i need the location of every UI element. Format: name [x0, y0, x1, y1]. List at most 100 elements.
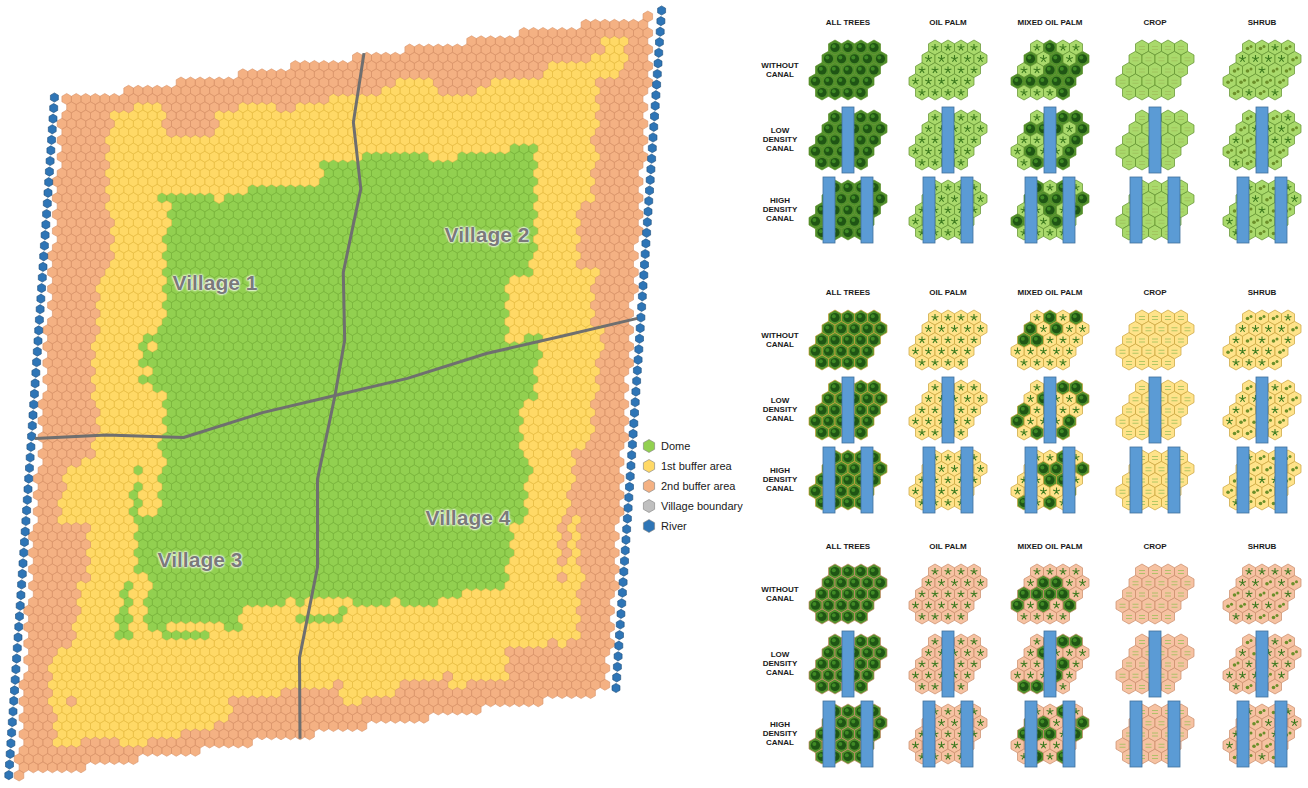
- shrub-symbol: [1288, 478, 1291, 481]
- crop-symbol: [1165, 139, 1171, 142]
- scenario-cluster: [1116, 310, 1194, 370]
- land-hex: [1175, 564, 1188, 579]
- palm-symbol: [971, 44, 978, 51]
- palm-symbol: [1034, 406, 1041, 413]
- tree-canopy: [838, 466, 842, 470]
- tree-canopy: [843, 453, 852, 462]
- tree-canopy: [845, 359, 849, 363]
- crop-symbol: [1139, 47, 1145, 50]
- land-hex: [1070, 40, 1083, 55]
- tree-canopy: [1073, 114, 1077, 118]
- tree-canopy: [1073, 137, 1077, 141]
- tree-canopy: [858, 159, 862, 163]
- crop-symbol: [1184, 582, 1190, 585]
- tree-canopy: [811, 417, 820, 426]
- tree-canopy: [832, 613, 836, 617]
- palm-symbol: [964, 418, 971, 425]
- palm-symbol: [1034, 136, 1041, 143]
- palm-symbol: [958, 429, 965, 436]
- tree-canopy: [869, 589, 878, 598]
- tree-canopy: [1079, 196, 1083, 200]
- crop-symbol: [1133, 128, 1139, 131]
- canal: [923, 447, 935, 513]
- tree-canopy: [1058, 88, 1067, 97]
- palm-symbol: [977, 195, 984, 202]
- tree-canopy: [838, 218, 842, 222]
- palm-symbol: [1066, 395, 1073, 402]
- tree-canopy: [1073, 314, 1077, 318]
- land-hex: [816, 155, 829, 170]
- palm-symbol: [977, 55, 984, 62]
- shrub-symbol: [1233, 593, 1237, 597]
- tree-canopy: [1027, 126, 1031, 130]
- palm-symbol: [932, 44, 939, 51]
- tree-canopy: [850, 347, 859, 356]
- palm-symbol: [925, 348, 932, 355]
- palm-symbol: [932, 406, 939, 413]
- tree-canopy: [843, 183, 852, 192]
- tree-canopy: [863, 77, 872, 86]
- canal: [861, 447, 873, 513]
- tree-canopy: [843, 612, 852, 621]
- shrub-symbol: [1250, 160, 1253, 163]
- tree-canopy: [856, 65, 865, 74]
- palm-symbol: [1040, 55, 1047, 62]
- village-boundary: [335, 53, 364, 395]
- shrub-symbol: [1275, 338, 1278, 341]
- tree-canopy: [850, 324, 859, 333]
- crop-symbol: [1120, 220, 1126, 223]
- shrub-symbol: [1246, 339, 1250, 343]
- tree-canopy: [1052, 578, 1061, 587]
- shrub-symbol: [1288, 455, 1291, 458]
- shrub-symbol: [1263, 90, 1266, 93]
- palm-symbol: [1021, 159, 1028, 166]
- land-hex: [916, 425, 929, 440]
- tree-canopy: [819, 429, 823, 433]
- crop-symbol: [1152, 317, 1158, 320]
- crop-symbol: [1184, 58, 1190, 61]
- canal: [823, 447, 835, 513]
- palm-symbol: [932, 359, 939, 366]
- palm-symbol: [1066, 55, 1073, 62]
- tree-canopy: [837, 487, 846, 496]
- palm-symbol: [1060, 336, 1067, 343]
- palm-symbol: [1047, 613, 1054, 620]
- palm-symbol: [925, 395, 932, 402]
- canal: [1025, 447, 1037, 513]
- palm-symbol: [1047, 359, 1054, 366]
- palm-symbol: [925, 148, 932, 155]
- crop-symbol: [1133, 58, 1139, 61]
- tree-canopy: [1079, 466, 1083, 470]
- canal: [842, 107, 854, 173]
- tree-canopy: [1066, 148, 1070, 152]
- scenario-cluster: [1223, 107, 1301, 173]
- palm-symbol: [1021, 429, 1028, 436]
- crop-symbol: [1165, 409, 1171, 412]
- shrub-symbol: [1288, 68, 1291, 71]
- tree-canopy: [1040, 466, 1044, 470]
- shrub-symbol: [1246, 317, 1250, 321]
- tree-canopy: [830, 43, 839, 52]
- shrub-symbol: [1295, 326, 1298, 329]
- tree-canopy: [832, 159, 836, 163]
- crop-symbol: [1133, 398, 1139, 401]
- village-boundary: [35, 318, 637, 438]
- palm-symbol: [945, 89, 952, 96]
- tree-canopy: [851, 196, 855, 200]
- scenario-cluster: [1223, 447, 1301, 513]
- crop-symbol: [1152, 571, 1158, 574]
- palm-symbol: [1040, 218, 1047, 225]
- tree-canopy: [1065, 417, 1074, 426]
- tree-canopy: [1021, 499, 1025, 503]
- crop-symbol: [1165, 387, 1171, 390]
- crop-symbol: [1133, 420, 1139, 423]
- tree-canopy: [819, 337, 823, 341]
- crop-symbol: [1152, 69, 1158, 72]
- tree-canopy: [851, 580, 855, 584]
- tree-canopy: [825, 148, 829, 152]
- shrub-symbol: [1265, 220, 1269, 224]
- palm-symbol: [919, 429, 926, 436]
- shrub-symbol: [1226, 490, 1230, 494]
- land-hex: [1282, 380, 1295, 395]
- tree-canopy: [830, 158, 839, 167]
